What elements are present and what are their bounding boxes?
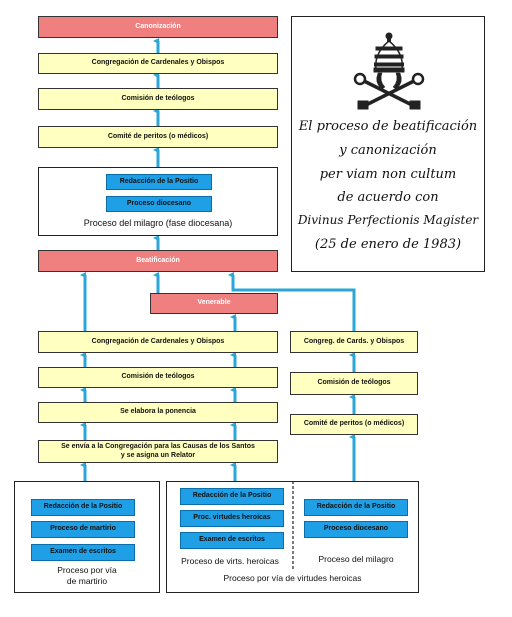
- ponencia-box: Se elabora la ponencia: [38, 402, 278, 423]
- title-line1: El proceso de beatificación: [298, 119, 478, 134]
- canonization-label: Canonización: [135, 22, 181, 30]
- virtues-sub-caption: Proceso de virts. heroicas: [181, 556, 279, 566]
- title-line2: y canonización: [339, 143, 437, 158]
- title-panel: El proceso de beatificación y canonizaci…: [291, 16, 485, 272]
- martyrdom-writings-label: Examen de escritos: [50, 548, 116, 556]
- theologians-top-box: Comisión de teólogos: [38, 88, 278, 110]
- virtues-writings-label: Examen de escritos: [199, 536, 265, 544]
- martyrdom-process-box: Proceso de martirio: [31, 521, 135, 538]
- miracle-diocesan-label: Proceso diocesano: [126, 199, 192, 207]
- experts-top-label: Comité de peritos (o médicos): [107, 132, 209, 140]
- title-line5: Divinus Perfectionis Magister: [297, 213, 479, 227]
- martyrdom-positio-box: Redacción de la Positio: [31, 499, 135, 516]
- virtues-positio-box: Redacción de la Positio: [180, 488, 284, 505]
- martyrdom-caption-line2: de martirio: [66, 575, 108, 586]
- martyrdom-caption: Proceso por vía de martirio: [14, 565, 160, 586]
- martyrdom-positio-label: Redacción de la Positio: [43, 503, 123, 511]
- canonization-box: Canonización: [38, 16, 278, 38]
- congregation-top-label: Congregación de Cardenales y Obispos: [91, 59, 225, 67]
- miracle-positio-box: Redacción de la Positio: [106, 174, 212, 190]
- virtues-process-box: Proc. virtudes heroicas: [180, 510, 284, 527]
- virtues-writings-box: Examen de escritos: [180, 532, 284, 549]
- congregation-mid-box: Congregación de Cardenales y Obispos: [38, 331, 278, 353]
- virtues-positio-label: Redacción de la Positio: [192, 492, 272, 500]
- virtues-miracle-diocesan-label: Proceso diocesano: [323, 525, 389, 533]
- right-theologians-label: Comisión de teólogos: [317, 379, 391, 387]
- congregation-top-box: Congregación de Cardenales y Obispos: [38, 53, 278, 74]
- miracle-positio-label: Redacción de la Positio: [119, 177, 199, 185]
- martyrdom-caption-line1: Proceso por vía: [57, 565, 117, 575]
- virtues-miracle-positio-label: Redacción de la Positio: [316, 503, 396, 511]
- sent-to-congregation-box: Se envía a la Congregación para las Caus…: [38, 440, 278, 463]
- venerable-box: Venerable: [150, 293, 278, 314]
- virtues-caption: Proceso por vía de virtudes heroicas: [223, 573, 362, 583]
- right-congregation-label: Congreg. de Cards. y Obispos: [303, 337, 405, 345]
- right-theologians-box: Comisión de teólogos: [290, 372, 418, 395]
- virtues-process-label: Proc. virtudes heroicas: [193, 514, 271, 522]
- virtues-miracle-positio-box: Redacción de la Positio: [304, 499, 408, 516]
- theologians-mid-box: Comisión de teólogos: [38, 367, 278, 388]
- sent-line1: Se envía a la Congregación para las Caus…: [61, 442, 255, 450]
- papal-keys-tiara-emblem: [353, 32, 425, 110]
- experts-top-box: Comité de peritos (o médicos): [38, 126, 278, 148]
- virtues-miracle-caption: Proceso del milagro: [318, 554, 394, 564]
- sent-line2: y se asigna un Relator: [120, 451, 196, 459]
- title-line3: per viam non cultum: [319, 167, 457, 182]
- martyrdom-writings-box: Examen de escritos: [31, 544, 135, 561]
- beatification-label: Beatificación: [136, 256, 180, 264]
- miracle-diocesan-caption: Proceso del milagro (fase diocesana): [83, 218, 233, 228]
- congregation-mid-label: Congregación de Cardenales y Obispos: [91, 337, 225, 345]
- title-line4: de acuerdo con: [337, 190, 439, 205]
- ponencia-label: Se elabora la ponencia: [120, 408, 196, 416]
- title-line6: (25 de enero de 1983): [314, 237, 462, 252]
- right-congregation-box: Congreg. de Cards. y Obispos: [290, 331, 418, 353]
- martyrdom-process-label: Proceso de martirio: [50, 525, 116, 533]
- theologians-mid-label: Comisión de teólogos: [121, 373, 195, 381]
- right-experts-label: Comité de peritos (o médicos): [303, 420, 405, 428]
- venerable-label: Venerable: [197, 299, 231, 307]
- virtues-miracle-diocesan-box: Proceso diocesano: [304, 521, 408, 538]
- virtues-divider: [292, 481, 294, 571]
- arrow-right-col-to-beatification: [228, 272, 356, 331]
- miracle-diocesan-box: Proceso diocesano: [106, 196, 212, 212]
- right-experts-box: Comité de peritos (o médicos): [290, 414, 418, 435]
- theologians-top-label: Comisión de teólogos: [121, 94, 195, 102]
- beatification-box: Beatificación: [38, 250, 278, 272]
